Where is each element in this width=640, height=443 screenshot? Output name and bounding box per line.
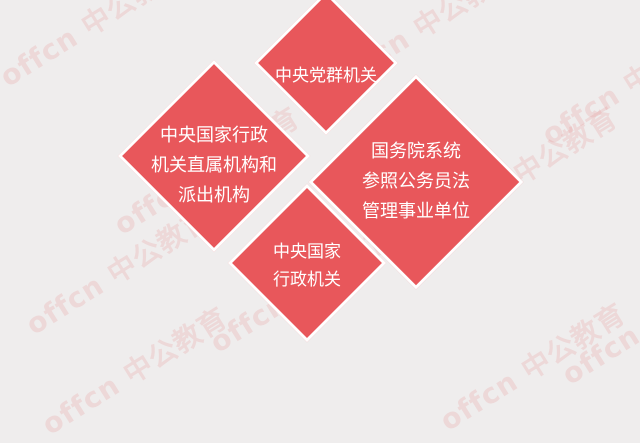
node-label-left: 中央国家行政 机关直属机构和 派出机构 — [139, 121, 289, 211]
node-label-line: 机关直属机构和 — [151, 155, 277, 176]
watermark: offcn 中公教育 — [536, 11, 640, 152]
node-label-line: 管理事业单位 — [362, 201, 470, 222]
node-label-line: 参照公务员法 — [362, 171, 470, 192]
watermark: offcn 中公教育 — [36, 301, 234, 442]
node-label-bottom: 中央国家 行政机关 — [247, 238, 367, 294]
watermark: offcn 中公教育 — [0, 0, 192, 94]
node-label-right: 国务院系统 参照公务员法 管理事业单位 — [341, 137, 491, 227]
watermark: offcn 中公教育 — [556, 251, 640, 392]
node-label-line: 派出机构 — [178, 185, 250, 206]
node-label-line: 中央国家行政 — [160, 125, 268, 146]
node-label-line: 国务院系统 — [371, 141, 461, 162]
node-label-line: 中央党群机关 — [275, 66, 377, 86]
node-label-line: 行政机关 — [273, 270, 341, 290]
node-label-top: 中央党群机关 — [256, 63, 396, 89]
watermark: offcn 中公教育 — [434, 297, 632, 438]
node-label-line: 中央国家 — [273, 242, 341, 262]
